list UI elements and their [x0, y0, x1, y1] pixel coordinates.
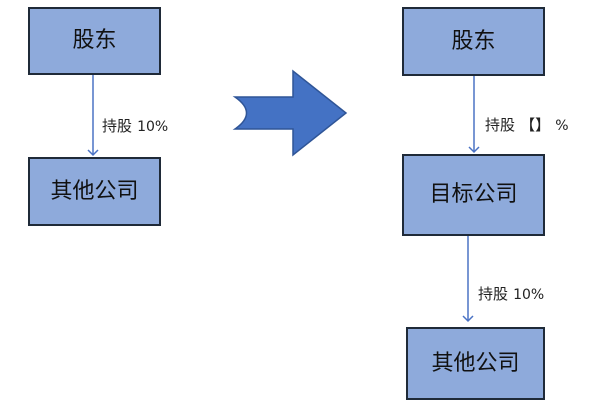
transition-arrow [232, 69, 348, 157]
right-top-holding-label-suffix: % [555, 118, 569, 134]
left-holding-label-prefix: 持股 [102, 117, 133, 135]
left-holding-label: 持股 10% [102, 117, 169, 135]
left-shareholder-label: 股东 [72, 28, 117, 53]
right-top-holding-label: 持股 【】 % [485, 116, 569, 134]
left-other-company-box: 其他公司 [28, 157, 161, 226]
left-other-company-label: 其他公司 [50, 178, 139, 204]
right-other-company-box: 其他公司 [406, 327, 545, 400]
right-other-company-label: 其他公司 [431, 350, 520, 376]
left-shareholder-box: 股东 [28, 7, 161, 75]
left-holding-label-value: 10% [137, 119, 169, 135]
right-top-holding-label-prefix: 持股 [485, 116, 516, 134]
right-target-company-label: 目标公司 [429, 182, 518, 207]
right-bottom-holding-label: 持股 10% [478, 285, 545, 303]
right-shareholder-label: 股东 [451, 28, 496, 54]
right-shareholder-box: 股东 [402, 7, 545, 76]
right-bottom-holding-label-prefix: 持股 [478, 285, 509, 303]
right-top-holding-label-blank: 【】 [520, 116, 551, 134]
right-target-company-box: 目标公司 [402, 154, 545, 236]
right-bottom-holding-label-value: 10% [513, 287, 545, 303]
